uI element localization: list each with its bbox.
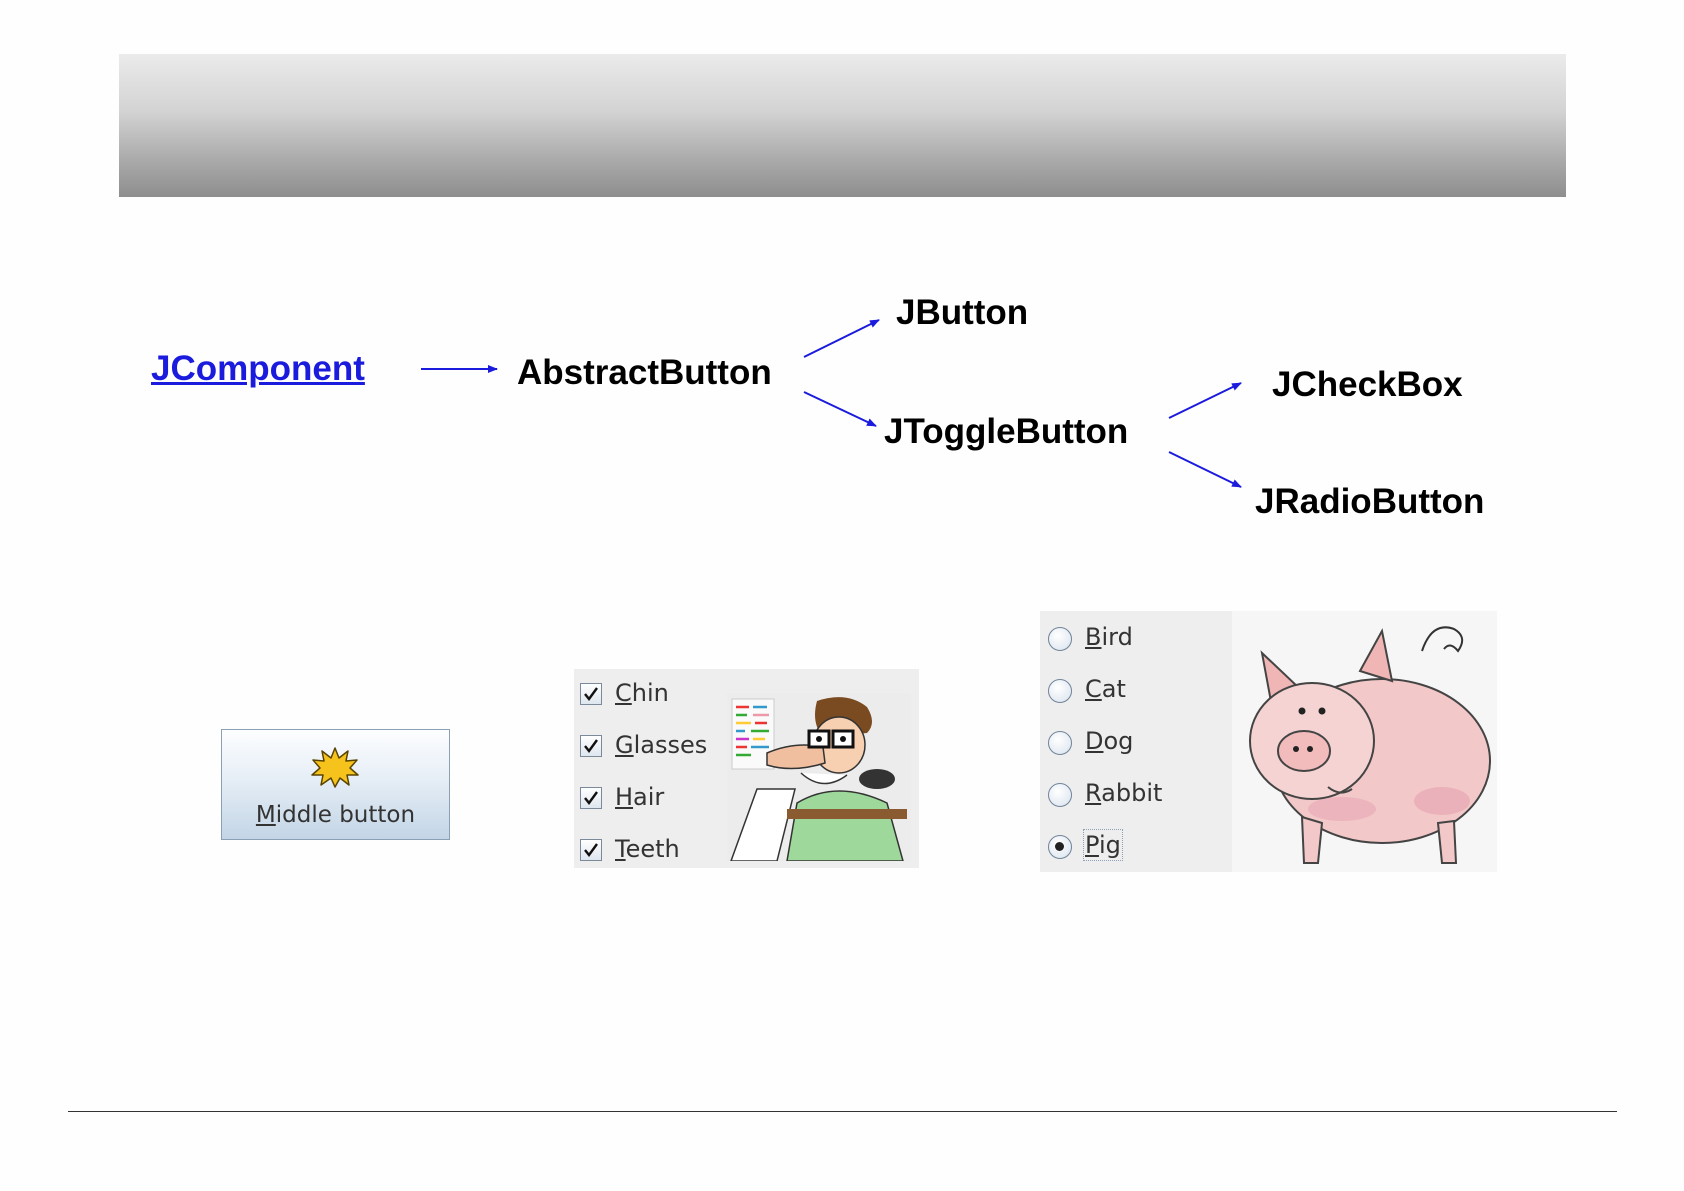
label-rest: abbit: [1101, 779, 1162, 807]
label-rest: og: [1103, 727, 1133, 755]
middle-button-label: Middle button: [222, 802, 449, 828]
mnemonic-letter: P: [1085, 831, 1099, 859]
footer-divider: [68, 1111, 1617, 1112]
radio-label: Pig: [1085, 831, 1121, 859]
checkmark-icon: [583, 686, 599, 702]
mnemonic-letter: R: [1085, 779, 1101, 807]
arrow-abstractbutton-jbutton: [804, 320, 879, 357]
checkbox-label: Teeth: [615, 835, 680, 863]
arrow-jtogglebutton-jcheckbox: [1169, 383, 1241, 418]
checkbox-box[interactable]: [580, 735, 602, 757]
label-rest: at: [1102, 675, 1126, 703]
checkbox-demo-panel: Chin Glasses Hair Teeth: [574, 669, 919, 868]
radio-label: Bird: [1085, 623, 1133, 651]
radio-demo-panel: Bird Cat Dog Rabbit Pig: [1040, 611, 1497, 872]
middle-button-label-rest: iddle button: [276, 802, 415, 828]
jradiobutton-node: JRadioButton: [1255, 484, 1484, 519]
mnemonic-letter: D: [1085, 727, 1103, 755]
jbutton-node: JButton: [896, 295, 1028, 330]
starburst-icon: [310, 746, 360, 788]
radio-label: Rabbit: [1085, 779, 1162, 807]
mnemonic-letter: C: [1085, 675, 1102, 703]
pig-drawing-image: [1232, 611, 1497, 872]
jcomponent-link[interactable]: JComponent: [151, 351, 365, 386]
label-rest: lasses: [634, 731, 708, 759]
radio-circle[interactable]: [1048, 679, 1072, 703]
mnemonic-letter: G: [615, 731, 634, 759]
abstractbutton-node: AbstractButton: [517, 355, 772, 390]
checkbox-box[interactable]: [580, 787, 602, 809]
radio-label: Cat: [1085, 675, 1126, 703]
radio-circle[interactable]: [1048, 835, 1072, 859]
label-rest: ig: [1099, 831, 1121, 859]
radio-circle[interactable]: [1048, 783, 1072, 807]
checkmark-icon: [583, 738, 599, 754]
arrow-jtogglebutton-jradiobutton: [1169, 452, 1241, 487]
arrow-abstractbutton-jtogglebutton: [804, 392, 876, 426]
checkbox-box[interactable]: [580, 839, 602, 861]
mnemonic-letter: H: [615, 783, 633, 811]
jtogglebutton-node: JToggleButton: [884, 414, 1128, 449]
radio-circle[interactable]: [1048, 731, 1072, 755]
radio-circle[interactable]: [1048, 627, 1072, 651]
label-rest: ird: [1101, 623, 1132, 651]
radio-label: Dog: [1085, 727, 1133, 755]
geek-cartoon-image: [727, 693, 911, 861]
checkmark-icon: [583, 790, 599, 806]
label-rest: air: [633, 783, 664, 811]
checkmark-icon: [583, 842, 599, 858]
checkbox-box[interactable]: [580, 683, 602, 705]
jcheckbox-node: JCheckBox: [1272, 367, 1463, 402]
checkbox-label: Glasses: [615, 731, 707, 759]
middle-button-mnemonic: M: [256, 802, 276, 828]
mnemonic-letter: C: [615, 679, 632, 707]
radio-selected-dot: [1055, 842, 1064, 851]
mnemonic-letter: B: [1085, 623, 1101, 651]
checkbox-label: Chin: [615, 679, 669, 707]
checkbox-label: Hair: [615, 783, 664, 811]
label-rest: eeth: [626, 835, 680, 863]
label-rest: hin: [632, 679, 669, 707]
middle-button[interactable]: Middle button: [221, 729, 450, 840]
mnemonic-letter: T: [615, 835, 626, 863]
